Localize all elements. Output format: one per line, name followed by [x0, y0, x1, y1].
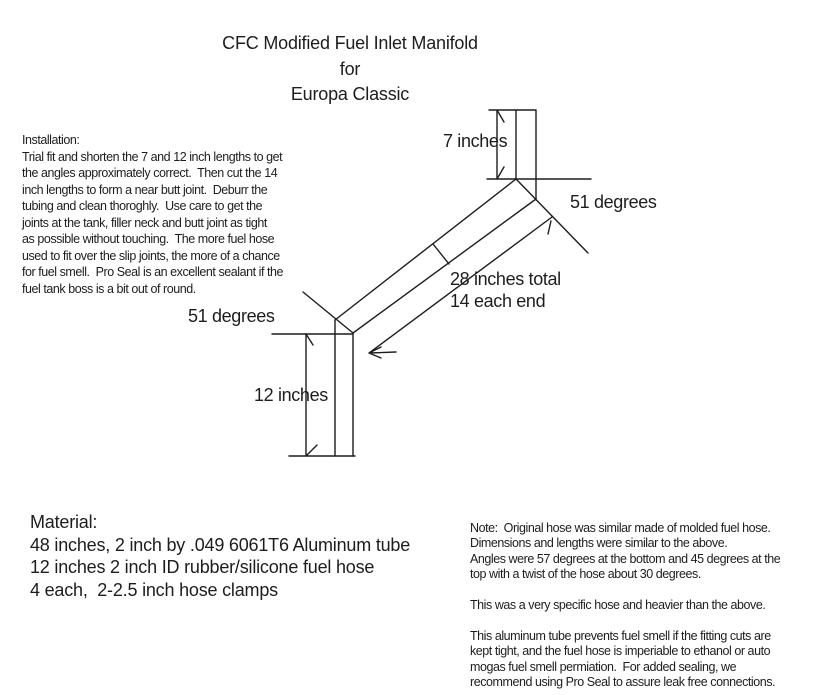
- installation-paragraph: Trial fit and shorten the 7 and 12 inch …: [22, 149, 284, 298]
- diagonal-tube-upper-edge: [334, 178, 517, 321]
- diagonal-tube-lower-edge: [352, 198, 537, 334]
- label-length-total: 28 inches total: [450, 269, 561, 289]
- twelve-inch-dimension-line: [288, 333, 356, 457]
- note-line: mogas fuel smell permiation. For added s…: [470, 659, 737, 674]
- note-line: top with a twist of the hose about 30 de…: [470, 567, 701, 582]
- top-miter-cut-line: [515, 178, 589, 254]
- note-line: This was a very specific hose and heavie…: [470, 598, 766, 613]
- note-paragraph: Note: Original hose was similar made of …: [470, 521, 781, 690]
- label-top-length: 7 inches: [443, 131, 508, 151]
- note-line: [470, 613, 780, 628]
- label-bottom-length: 12 inches: [254, 385, 328, 405]
- top-tube-outline: [515, 109, 537, 200]
- note-line: This aluminum tube prevents fuel smell i…: [470, 628, 771, 643]
- note-line: Note: Original hose was similar made of …: [470, 521, 771, 535]
- page-title: CFC Modified Fuel Inlet Manifold for Eur…: [60, 31, 640, 108]
- note-line: [470, 583, 780, 598]
- material-list: 48 inches, 2 inch by .049 6061T6 Aluminu…: [30, 534, 410, 602]
- label-bottom-angle: 51 degrees: [188, 306, 275, 326]
- note-line: kept tight, and the fuel hose is imperia…: [470, 644, 771, 659]
- material-heading: Material:: [30, 512, 98, 532]
- installation-line: as possible without touching. The more f…: [22, 232, 275, 246]
- installation-line: Trial fit and shorten the 7 and 12 inch …: [22, 149, 283, 164]
- bottom-miter-cut-line: [302, 291, 354, 334]
- installation-section: Installation: Trial fit and shorten the …: [22, 132, 284, 298]
- note-line: Dimensions and lengths were similar to t…: [470, 536, 728, 551]
- length-dimension-line: [368, 216, 553, 359]
- label-length-each: 14 each end: [450, 291, 546, 311]
- material-item: 12 inches 2 inch ID rubber/silicone fuel…: [30, 557, 375, 577]
- material-item: 4 each, 2-2.5 inch hose clamps: [30, 579, 278, 600]
- label-top-angle: 51 degrees: [570, 192, 657, 212]
- bottom-tube-outline: [334, 319, 354, 457]
- note-line: recommend using Pro Seal to assure leak …: [470, 675, 776, 690]
- title-line-3: Europa Classic: [290, 84, 410, 104]
- title-line-1: CFC Modified Fuel Inlet Manifold: [222, 33, 478, 53]
- installation-line: for fuel smell. Pro Seal is an excellent…: [22, 265, 284, 279]
- material-item: 48 inches, 2 inch by .049 6061T6 Aluminu…: [30, 534, 411, 555]
- installation-heading: Installation:: [22, 133, 80, 147]
- seven-inch-dimension-line: [488, 109, 517, 180]
- butt-joint-tick: [432, 243, 450, 265]
- installation-line: the angles approximately correct. Then c…: [22, 166, 278, 180]
- installation-line: used to fit over the slip joints, the mo…: [22, 248, 280, 263]
- note-section: Note: Original hose was similar made of …: [470, 521, 781, 690]
- installation-line: joints at the tank, filler neck and butt…: [22, 215, 267, 230]
- title-line-2: for: [339, 58, 361, 79]
- installation-line: tubing and clean thoroghly. Use care to …: [22, 199, 263, 213]
- material-section: Material: 48 inches, 2 inch by .049 6061…: [30, 511, 410, 601]
- installation-line: inch lengths to form a near butt joint. …: [22, 182, 268, 197]
- note-line: Angles were 57 degrees at the bottom and…: [470, 551, 781, 566]
- installation-line: fuel tank boss is a bit out of round.: [22, 281, 196, 296]
